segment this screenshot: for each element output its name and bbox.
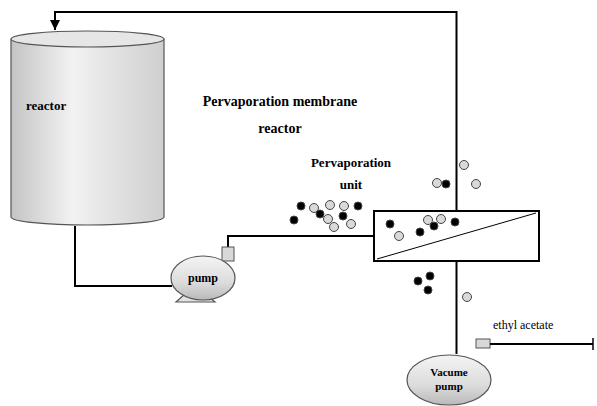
molecule-dot	[297, 202, 305, 210]
diagram-title: Pervaporation membrane reactor	[180, 88, 380, 142]
pump-symbol: pump	[170, 247, 236, 301]
reactor-vessel-outline	[10, 30, 165, 226]
molecule-dot	[437, 215, 446, 224]
molecule-dot	[433, 179, 442, 188]
molecule-dot	[290, 216, 298, 224]
outlet-line	[490, 343, 593, 345]
reactor-vessel: reactor	[10, 30, 165, 226]
pump-body	[171, 256, 235, 300]
vessel-body	[11, 39, 164, 225]
pump-nozzle	[476, 339, 490, 348]
molecule-dot	[316, 210, 324, 218]
molecule-dot	[326, 201, 335, 210]
molecule-dot	[460, 161, 469, 170]
molecule-dot	[424, 286, 432, 294]
pump-nozzle	[222, 247, 234, 261]
molecule-dot	[416, 228, 424, 236]
molecule-dot	[347, 220, 356, 229]
molecule-dot	[472, 180, 481, 189]
molecule-dot	[395, 232, 404, 241]
node-label: Vacume pump	[421, 366, 477, 394]
node-label: reactor	[26, 98, 66, 114]
molecule-dot	[430, 222, 438, 230]
molecule-dot	[330, 223, 339, 232]
pump-body	[407, 355, 491, 405]
molecule-dot	[386, 220, 394, 228]
molecule-dot	[414, 277, 422, 285]
molecule-dot	[339, 212, 347, 220]
outlet-tick	[592, 338, 594, 350]
membrane-unit: Pervaporation unit	[373, 210, 540, 262]
vessel-top	[11, 31, 164, 47]
molecule-dot	[324, 215, 333, 224]
node-label: pump	[188, 271, 218, 286]
unit-frame	[374, 211, 539, 261]
molecule-dot	[463, 293, 472, 302]
flow-line	[228, 236, 373, 247]
molecule-dot	[426, 272, 434, 280]
molecule-dot	[442, 180, 450, 188]
membrane-unit-outline	[373, 210, 540, 262]
molecule-dot	[340, 202, 349, 211]
flow-line	[75, 226, 172, 286]
stream-label: ethyl acetate	[493, 318, 553, 333]
molecule-dot	[354, 202, 362, 210]
flow-line	[456, 262, 458, 354]
membrane-line	[377, 213, 536, 259]
vacuum-pump: Vacume pump	[406, 354, 492, 406]
unit-heading: Pervaporation unit	[301, 152, 401, 196]
molecule-dot	[451, 218, 459, 226]
